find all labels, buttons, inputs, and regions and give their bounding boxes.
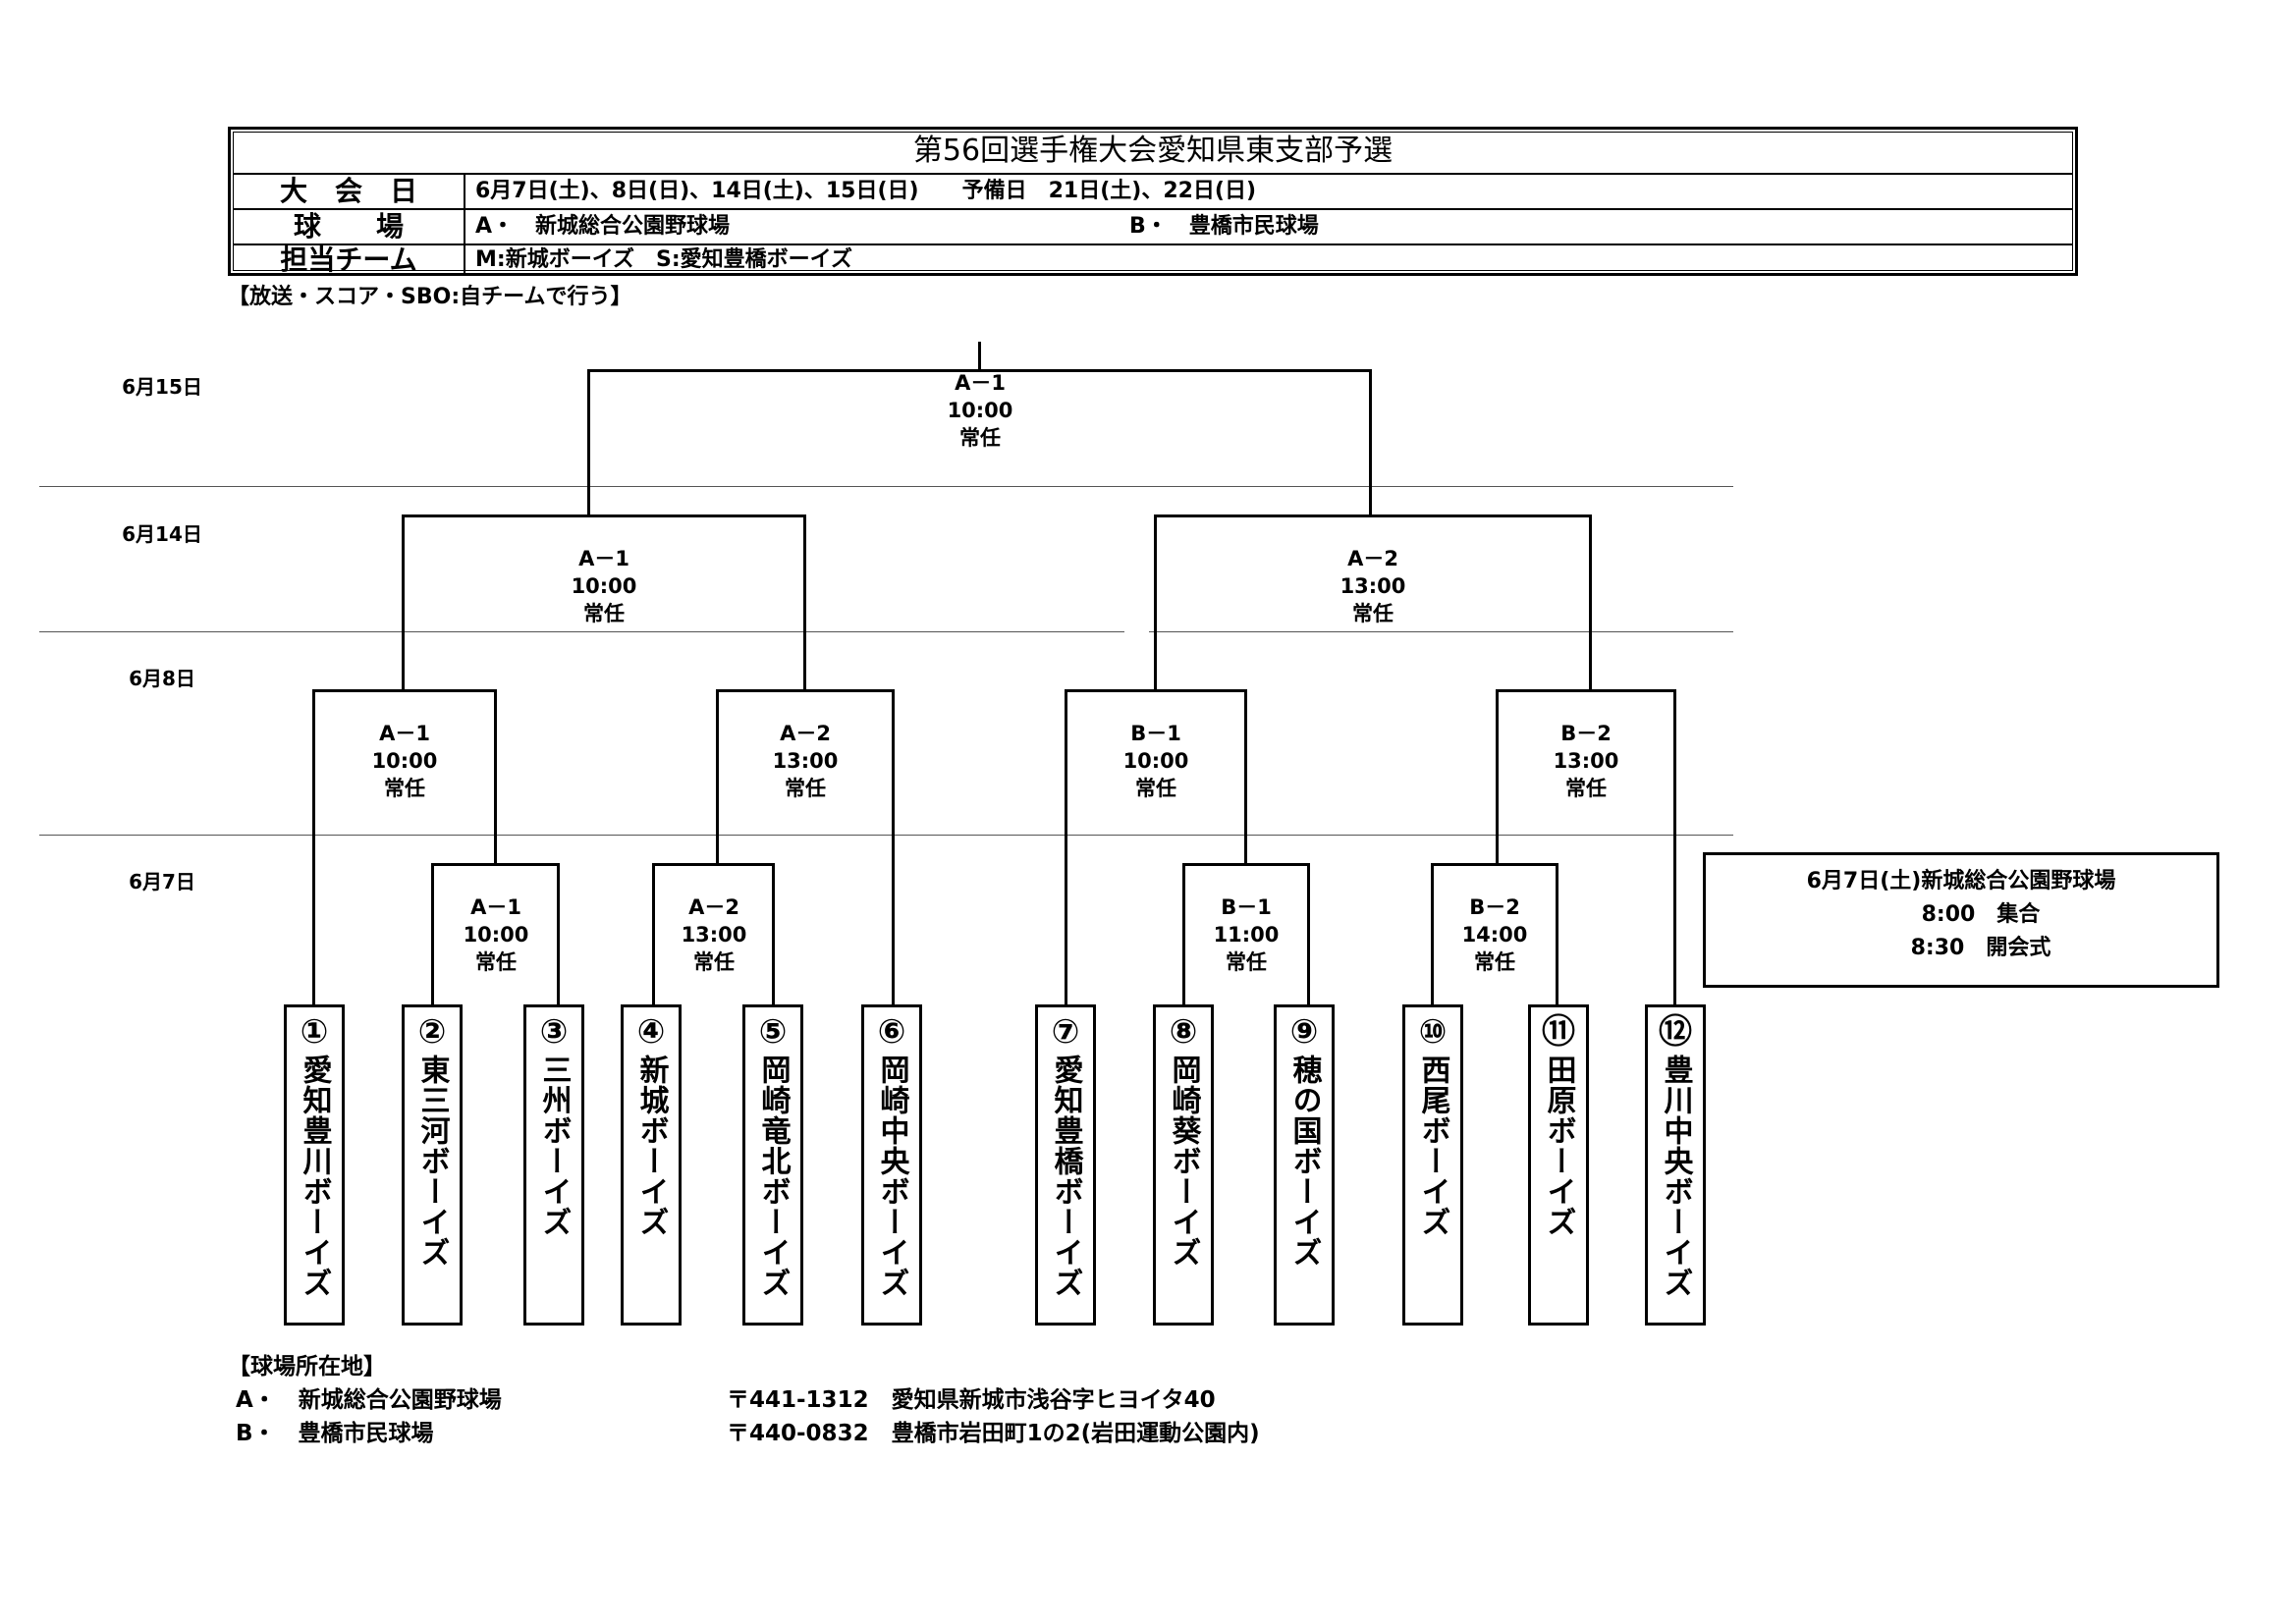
separator-line	[39, 631, 1124, 632]
team-name: 岡崎中央ボーイズ	[874, 1055, 909, 1298]
bracket-qf-b1	[1065, 689, 1247, 865]
location-a-name: A・ 新城総合公園野球場	[236, 1387, 502, 1413]
team-number: ⑦	[1051, 1012, 1080, 1052]
team-number: ⑤	[758, 1012, 788, 1052]
separator-line	[39, 486, 1733, 487]
bracket-r1-a2	[652, 863, 775, 1006]
match-qf-b2: B－2 13:00 常任	[1553, 722, 1619, 800]
match-qf-a2: A－2 13:00 常任	[772, 722, 839, 800]
venue-label: 球 場	[234, 210, 465, 244]
bracket-qf-a2	[716, 689, 895, 865]
venue-row: 球 場 A・ 新城総合公園野球場 B・ 豊橋市民球場	[234, 210, 2072, 245]
team-box: ⑤ 岡崎竜北ボーイズ	[742, 1004, 803, 1326]
bracket-r1-b2	[1431, 863, 1558, 1006]
team-name: 岡崎竜北ボーイズ	[755, 1055, 791, 1298]
team-number: ①	[300, 1012, 329, 1052]
team-box: ⑦ 愛知豊橋ボーイズ	[1035, 1004, 1096, 1326]
team-box: ① 愛知豊川ボーイズ	[284, 1004, 345, 1326]
separator-line	[1149, 631, 1733, 632]
separator-line	[39, 835, 1733, 836]
bracket-qf-a1	[312, 689, 497, 865]
venue-value-a: A・ 新城総合公園野球場	[475, 214, 731, 239]
team-name: 穂の国ボーイズ	[1286, 1055, 1322, 1268]
team-number: ③	[539, 1012, 569, 1052]
team-box: ③ 三州ボーイズ	[523, 1004, 584, 1326]
team-name: 豊川中央ボーイズ	[1658, 1055, 1693, 1298]
venue-value-b: B・ 豊橋市民球場	[1129, 214, 1319, 239]
title-row: 第56回選手権大会愛知県東支部予選	[234, 133, 2072, 175]
tournament-title: 第56回選手権大会愛知県東支部予選	[912, 134, 1394, 168]
dates-value: 6月7日(土)、8日(日)、14日(土)、15日(日) 予備日 21日(土)、2…	[475, 179, 1257, 203]
team-name: 西尾ボーイズ	[1415, 1055, 1450, 1237]
bracket-final	[587, 369, 1372, 514]
opening-info-box: 6月7日(土)新城総合公園野球場 8:00 集合 8:30 開会式	[1703, 852, 2219, 988]
location-b-name: B・ 豊橋市民球場	[236, 1421, 434, 1446]
location-b-address: 〒440-0832 豊橋市岩田町1の2(岩田運動公園内)	[727, 1421, 1260, 1446]
match-qf-a1: A－1 10:00 常任	[371, 722, 438, 800]
bracket-qf-b2	[1496, 689, 1676, 865]
team-number: ⑪	[1542, 1012, 1575, 1052]
team-number: ④	[636, 1012, 666, 1052]
team-number: ⑧	[1169, 1012, 1198, 1052]
bye-line	[1065, 863, 1067, 1006]
team-number: ②	[417, 1012, 447, 1052]
team-number: ⑨	[1289, 1012, 1319, 1052]
team-box: ⑪ 田原ボーイズ	[1528, 1004, 1589, 1326]
team-box: ④ 新城ボーイズ	[621, 1004, 682, 1326]
team-name: 東三河ボーイズ	[414, 1055, 450, 1268]
opening-info-assembly: 8:00 集合	[1921, 902, 2041, 927]
team-name: 田原ボーイズ	[1541, 1055, 1576, 1237]
team-number: ⑩	[1418, 1012, 1448, 1052]
match-sf-a1: A－1 10:00 常任	[571, 547, 637, 625]
date-label-jun14: 6月14日	[122, 522, 202, 546]
match-r1-a2: A－2 13:00 常任	[681, 895, 747, 974]
team-name: 三州ボーイズ	[536, 1055, 572, 1237]
bracket-r1-b1	[1182, 863, 1310, 1006]
team-box: ⑩ 西尾ボーイズ	[1402, 1004, 1463, 1326]
match-r1-b1: B－1 11:00 常任	[1213, 895, 1280, 974]
locations-heading: 【球場所在地】	[228, 1354, 386, 1380]
location-a-address: 〒441-1312 愛知県新城市浅谷字ヒヨイタ40	[727, 1387, 1216, 1413]
bye-line	[892, 863, 895, 1006]
bracket-r1-a1	[431, 863, 560, 1006]
team-box: ⑥ 岡崎中央ボーイズ	[861, 1004, 922, 1326]
match-r1-a1: A－1 10:00 常任	[463, 895, 529, 974]
team-value: M:新城ボーイズ S:愛知豊橋ボーイズ	[475, 247, 853, 272]
opening-info-venue: 6月7日(土)新城総合公園野球場	[1806, 869, 2116, 893]
team-number: ⑫	[1659, 1012, 1692, 1052]
match-r1-b2: B－2 14:00 常任	[1461, 895, 1528, 974]
opening-info-ceremony: 8:30 開会式	[1910, 936, 2051, 960]
champion-line	[978, 342, 981, 371]
match-sf-a2: A－2 13:00 常任	[1339, 547, 1406, 625]
bye-line	[1673, 863, 1676, 1006]
match-final: A－1 10:00 常任	[947, 371, 1013, 450]
team-box: ⑫ 豊川中央ボーイズ	[1645, 1004, 1706, 1326]
team-label: 担当チーム	[234, 245, 465, 275]
team-name: 愛知豊橋ボーイズ	[1048, 1055, 1083, 1298]
team-name: 新城ボーイズ	[633, 1055, 669, 1237]
date-label-jun8: 6月8日	[129, 667, 195, 690]
broadcast-note: 【放送・スコア・SBO:自チームで行う】	[228, 285, 632, 309]
dates-label: 大 会 日	[234, 175, 465, 208]
tournament-info-table: 第56回選手権大会愛知県東支部予選 大 会 日 6月7日(土)、8日(日)、14…	[228, 127, 2078, 276]
team-box: ⑧ 岡崎葵ボーイズ	[1153, 1004, 1214, 1326]
date-label-jun7: 6月7日	[129, 870, 195, 893]
team-name: 岡崎葵ボーイズ	[1166, 1055, 1201, 1268]
bye-line	[312, 863, 315, 1006]
dates-row: 大 会 日 6月7日(土)、8日(日)、14日(土)、15日(日) 予備日 21…	[234, 175, 2072, 210]
team-box: ⑨ 穂の国ボーイズ	[1274, 1004, 1335, 1326]
team-row: 担当チーム M:新城ボーイズ S:愛知豊橋ボーイズ	[234, 245, 2072, 275]
team-number: ⑥	[877, 1012, 906, 1052]
team-box: ② 東三河ボーイズ	[402, 1004, 463, 1326]
bracket-sf-a2	[1154, 514, 1592, 691]
date-label-jun15: 6月15日	[122, 375, 202, 399]
team-name: 愛知豊川ボーイズ	[297, 1055, 332, 1298]
match-qf-b1: B－1 10:00 常任	[1122, 722, 1189, 800]
bracket-sf-a1	[402, 514, 806, 691]
